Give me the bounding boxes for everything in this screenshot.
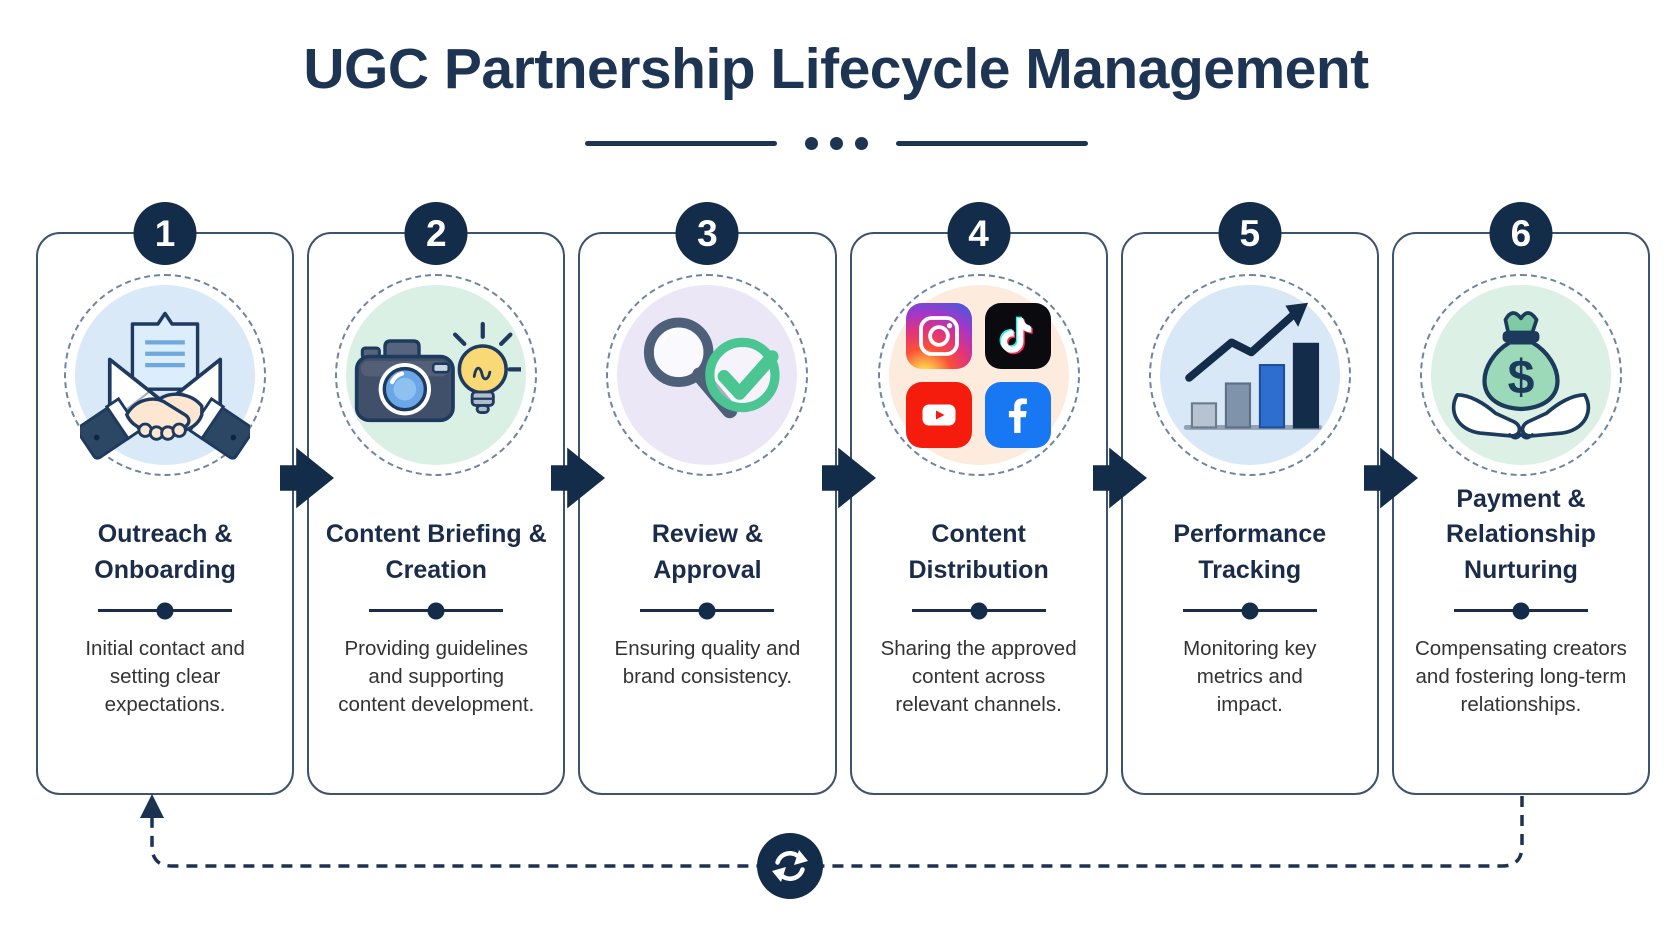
divider-dot xyxy=(804,137,818,150)
step-title: Content Distribution xyxy=(908,520,1049,584)
divider-line xyxy=(584,141,777,146)
step-divider xyxy=(369,602,504,619)
camera-lightbulb-icon xyxy=(355,321,522,423)
instagram-icon xyxy=(906,302,973,369)
step-number-badge: 5 xyxy=(1218,202,1282,265)
money-bag-hands-icon: $ xyxy=(1451,311,1591,440)
title-divider xyxy=(0,137,1672,150)
step-description: Sharing the approved content across rele… xyxy=(880,637,1077,716)
step-icon-ring: $ xyxy=(1419,274,1622,476)
step-card: 2 Content Briefing & Creation P xyxy=(307,202,566,795)
steps-row: 1 Outreach & Onboarding xyxy=(36,202,1651,795)
step-title: Outreach & Onboarding xyxy=(94,520,236,584)
step-icon-circle xyxy=(617,285,798,465)
step-icon-ring xyxy=(606,274,809,476)
bar-chart-growth-icon xyxy=(1183,302,1322,430)
step-card: 4 xyxy=(849,202,1108,795)
tiktok-icon xyxy=(985,302,1052,369)
step-description: Providing guidelines and supporting cont… xyxy=(338,637,535,716)
social-channels-icon xyxy=(906,302,1052,448)
loop-arrowhead xyxy=(140,794,164,818)
divider-dot xyxy=(829,137,843,150)
step-number: 1 xyxy=(154,212,176,254)
step-card: 3 Review & Approval Ensuring quality and… xyxy=(578,202,837,795)
facebook-icon xyxy=(985,381,1052,448)
step-number: 3 xyxy=(697,212,718,254)
step-title: Performance Tracking xyxy=(1173,520,1327,584)
step-icon-ring xyxy=(1148,274,1351,476)
step-number-badge: 2 xyxy=(404,202,468,265)
step-icon-circle xyxy=(1159,285,1340,465)
divider-line xyxy=(895,141,1088,146)
step-divider xyxy=(1182,602,1317,619)
svg-text:$: $ xyxy=(1508,350,1535,404)
step-title: Content Briefing & Creation xyxy=(325,520,547,584)
step-divider xyxy=(98,602,233,619)
step-description: Compensating creators and fostering long… xyxy=(1414,637,1627,716)
loop-dashed-path xyxy=(150,796,1524,868)
youtube-icon xyxy=(906,381,973,448)
step-number: 5 xyxy=(1239,212,1261,254)
step-number: 6 xyxy=(1510,212,1532,254)
step-number-badge: 4 xyxy=(947,202,1011,265)
step-number: 4 xyxy=(968,212,989,254)
step-divider xyxy=(640,602,775,619)
step-title: Review & Approval xyxy=(651,520,764,584)
step-number-badge: 3 xyxy=(675,202,739,265)
step-description: Ensuring quality and brand consistency. xyxy=(614,637,801,688)
step-card: 1 Outreach & Onboarding xyxy=(36,202,295,795)
step-icon-circle: $ xyxy=(1430,285,1611,465)
refresh-cycle-icon xyxy=(757,833,823,899)
divider-dot xyxy=(854,137,868,150)
step-divider xyxy=(911,602,1046,619)
step-icon-ring xyxy=(335,274,538,476)
envelope-handshake-icon xyxy=(80,311,251,460)
step-card: 5 Performance Tracking Monitoring key me… xyxy=(1120,202,1379,795)
magnifier-check-icon xyxy=(644,317,781,419)
step-divider xyxy=(1453,602,1588,619)
step-description: Monitoring key metrics and impact. xyxy=(1183,637,1317,716)
step-icon-ring xyxy=(877,274,1080,476)
step-icon-circle xyxy=(888,285,1069,465)
step-description: Initial contact and setting clear expect… xyxy=(85,637,245,716)
step-title: Payment & Relationship Nurturing xyxy=(1445,484,1596,584)
step-icon-circle xyxy=(346,285,527,465)
step-number-badge: 6 xyxy=(1489,202,1553,265)
page-title: UGC Partnership Lifecycle Management xyxy=(303,37,1369,101)
step-number: 2 xyxy=(425,212,447,254)
step-number-badge: 1 xyxy=(133,202,197,265)
step-icon-ring xyxy=(64,274,267,476)
step-card: 6 $ Payment & Relationship Nurturing Com… xyxy=(1391,202,1651,795)
step-icon-circle xyxy=(75,285,256,465)
